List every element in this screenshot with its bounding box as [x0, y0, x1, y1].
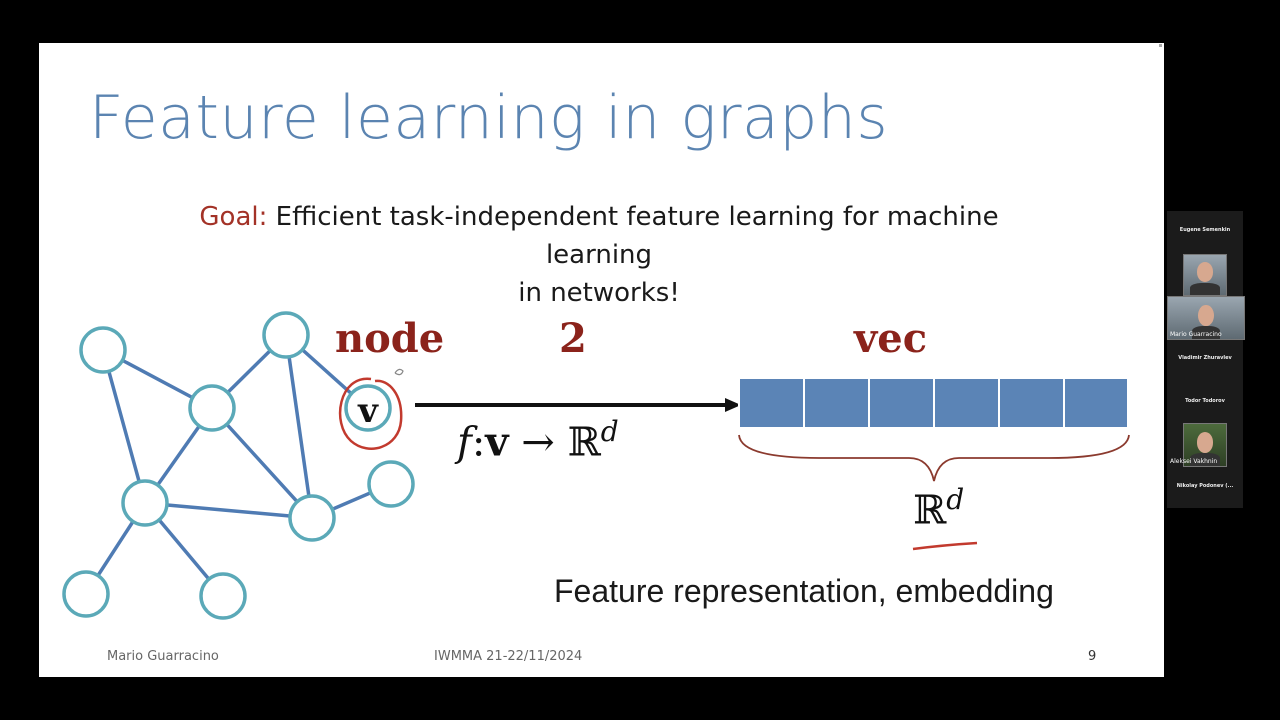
goal-label: Goal:	[199, 202, 268, 232]
participant-name[interactable]: Nikolay Podonev (...	[1176, 483, 1234, 489]
graph-edge	[210, 406, 314, 520]
embedding-vector	[738, 377, 1129, 429]
red-underline-annotation	[912, 541, 978, 551]
participant-name[interactable]: Todor Todorov	[1185, 398, 1225, 404]
participants-panel[interactable]: Eugene Semenkin Mario Guarracino Vladimi…	[1167, 211, 1245, 508]
slide-corner-marker	[1159, 44, 1162, 47]
participant-video[interactable]	[1183, 254, 1227, 296]
vector-cell	[933, 377, 1000, 429]
red-annotation-circle	[338, 377, 403, 450]
word-two: 2	[559, 315, 587, 362]
presentation-slide: Feature learning in graphs Goal: Efficie…	[39, 43, 1164, 677]
goal-statement: Goal: Efficient task-independent feature…	[99, 198, 1099, 312]
graph-edge	[101, 349, 147, 504]
vector-cell	[1063, 377, 1129, 429]
graph-nodes	[62, 311, 415, 620]
goal-text-line1: Efficient task-independent feature learn…	[267, 202, 999, 232]
slide-title: Feature learning in graphs	[89, 83, 889, 153]
page-number: 9	[1088, 649, 1097, 664]
graph-edge	[284, 334, 314, 519]
word-node: node	[335, 315, 445, 362]
participant-name[interactable]: Eugene Semenkin	[1179, 227, 1231, 233]
vector-cell	[803, 377, 870, 429]
graph-edge	[144, 501, 313, 520]
graph-edges	[84, 333, 392, 598]
pen-cursor-icon	[394, 368, 404, 376]
graph-node	[199, 572, 247, 620]
real-space-label: ℝd	[913, 483, 965, 534]
graph-node	[79, 326, 127, 374]
graph-node	[262, 311, 310, 359]
caption-text: Feature representation, embedding	[554, 573, 1054, 609]
participant-video-label: Mario Guarracino	[1170, 331, 1222, 338]
mapping-formula: f:v → ℝd	[457, 415, 619, 466]
vector-cell	[998, 377, 1065, 429]
graph-node	[188, 384, 236, 432]
goal-text-line2: learning	[545, 240, 653, 270]
graph-node	[121, 479, 169, 527]
footer-author: Mario Guarracino	[107, 649, 219, 664]
participant-video[interactable]: Aleksei Vakhnin	[1170, 423, 1227, 467]
participant-video-active[interactable]: Mario Guarracino	[1167, 296, 1245, 340]
participant-video-label: Aleksei Vakhnin	[1170, 458, 1218, 465]
graph-node	[367, 460, 415, 508]
graph-node-v	[344, 384, 392, 432]
arrowhead-icon	[725, 398, 741, 412]
graph-node	[288, 494, 336, 542]
curly-brace	[738, 434, 1130, 482]
node-v-label: v	[357, 391, 379, 431]
vector-cell	[738, 377, 805, 429]
graph-embedding-diagram: v	[62, 311, 1130, 620]
footer-event: IWMMA 21-22/11/2024	[434, 649, 583, 664]
participant-name[interactable]: Vladimir Zhuravlev	[1178, 355, 1232, 361]
vector-cell	[868, 377, 935, 429]
goal-text-line3: in networks!	[518, 278, 680, 308]
word-vec: vec	[854, 315, 928, 362]
graph-node	[62, 570, 110, 618]
